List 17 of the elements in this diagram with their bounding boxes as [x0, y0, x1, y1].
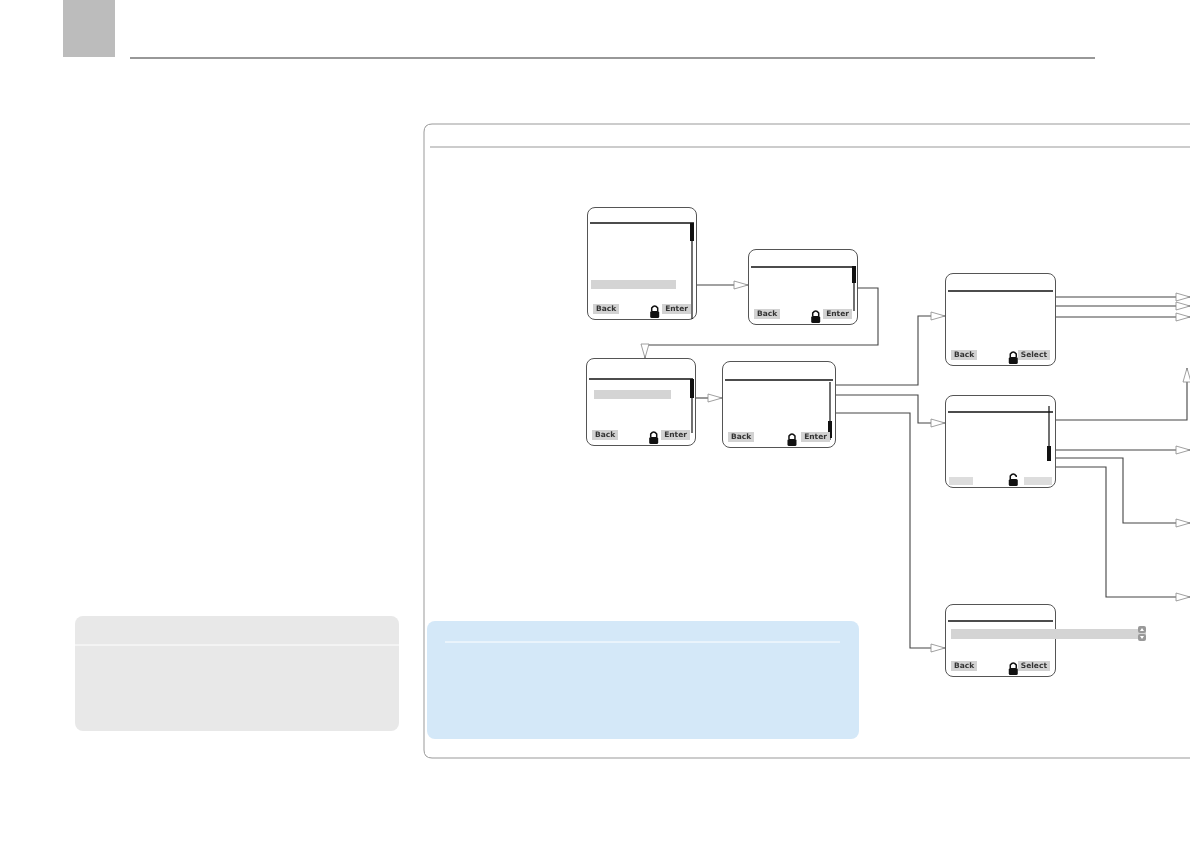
- arrow: [640, 287, 879, 359]
- display-screen: [748, 249, 858, 325]
- info-box: [427, 621, 859, 739]
- arrow: [1055, 292, 1190, 302]
- display-screen: [587, 207, 697, 320]
- arrow: [1055, 457, 1190, 528]
- display-screen: [722, 361, 836, 448]
- display-screen: [586, 358, 696, 446]
- arrow: [835, 394, 946, 428]
- display-screen: [945, 395, 1056, 488]
- arrow: [1055, 445, 1190, 455]
- arrow: [1055, 312, 1190, 322]
- display-screen: [945, 273, 1056, 366]
- arrow: [835, 311, 946, 386]
- arrow: [835, 412, 946, 653]
- arrow: [1055, 466, 1190, 602]
- arrow: [1055, 301, 1190, 311]
